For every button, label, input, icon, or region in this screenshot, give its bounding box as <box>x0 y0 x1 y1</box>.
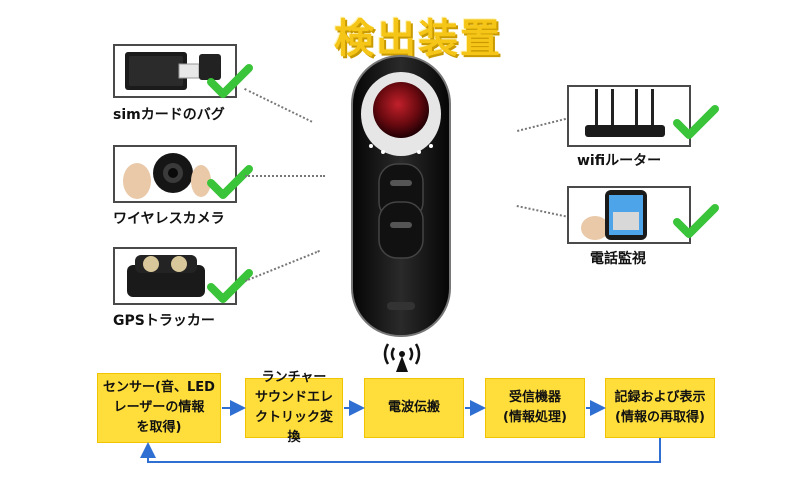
connector-line <box>244 88 313 123</box>
flow-step-display: 記録および表示 (情報の再取得) <box>605 378 715 438</box>
connector-line <box>516 205 566 218</box>
feedback-arrow <box>140 438 661 463</box>
check-icon <box>207 165 253 199</box>
phone-icon <box>581 190 647 240</box>
sim-bug-box <box>113 44 253 98</box>
flow-step-converter: ランチャー サウンドエレ クトリック変換 <box>245 370 343 445</box>
detector-device-image <box>351 55 451 337</box>
flow-step-sensor: センサー(音、LED レーザーの情報 を取得) <box>97 373 221 443</box>
connector-line <box>245 175 325 177</box>
wifi-router-icon <box>585 89 665 137</box>
device-caption: GPSトラッカー <box>113 313 215 329</box>
wifi-router-box <box>567 85 719 147</box>
flow-step-propagation: 電波伝搬 <box>364 378 464 438</box>
check-icon <box>207 64 253 98</box>
connector-line <box>245 250 320 282</box>
check-icon <box>673 105 719 139</box>
device-caption: 電話監視 <box>590 251 646 267</box>
page-title: 検出装置 <box>334 16 502 62</box>
check-icon <box>673 204 719 238</box>
wireless-camera-box <box>113 145 253 203</box>
check-icon <box>207 269 253 303</box>
gps-tracker-box <box>113 247 253 305</box>
flow-step-receiver: 受信機器 (情報処理) <box>485 378 585 438</box>
sim-bug-icon <box>125 52 221 90</box>
phone-box <box>567 186 719 244</box>
device-caption: wifiルーター <box>577 153 662 169</box>
connector-line <box>517 117 566 132</box>
device-caption: simカードのバグ <box>113 107 225 123</box>
device-caption: ワイヤレスカメラ <box>113 211 225 227</box>
wireless-camera-icon <box>123 153 211 199</box>
gps-tracker-icon <box>127 255 205 297</box>
signal-icon <box>383 343 421 372</box>
